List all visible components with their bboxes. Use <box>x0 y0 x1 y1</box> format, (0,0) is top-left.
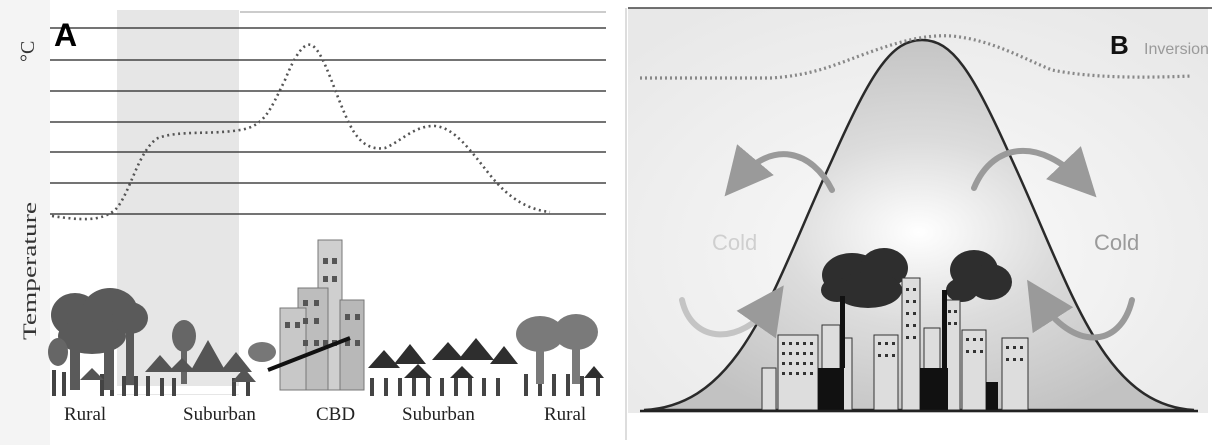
y-axis-label: Temperature <box>20 202 41 340</box>
cold-label-right: Cold <box>1094 230 1139 255</box>
panel-b-letter: B <box>1110 30 1129 60</box>
cold-label-left: Cold <box>712 230 757 255</box>
zone-labels: Rural Suburban CBD Suburban Rural <box>64 404 586 425</box>
arrow-left-upper <box>724 144 835 197</box>
zone-label-rural-right: Rural <box>544 404 586 425</box>
panel-b-heat-dome: B Inversion Cold Cold <box>622 0 1216 445</box>
smoke-plumes <box>821 248 1012 308</box>
panel-a-heat-island-profile: A °C Temperature <box>0 0 610 445</box>
city-buildings-b <box>761 277 1029 411</box>
arrow-left-lower <box>679 285 784 339</box>
arrow-right-upper <box>971 146 1097 198</box>
cbd-towers <box>248 239 365 391</box>
arrow-right-lower <box>1027 279 1135 341</box>
air-circulation-arrows <box>679 144 1135 341</box>
y-axis-unit: °C <box>17 41 39 62</box>
panel-a-letter: A <box>54 17 77 53</box>
zone-label-cbd: CBD <box>316 404 355 425</box>
zone-label-suburban-left: Suburban <box>183 404 256 425</box>
inversion-line <box>640 34 1193 80</box>
zone-label-rural-left: Rural <box>64 404 106 425</box>
left-margin-shade <box>0 0 50 445</box>
smoke-plume-left <box>821 248 908 308</box>
temperature-gridlines <box>50 27 606 215</box>
smoke-plume-right <box>946 250 1012 302</box>
city-skyline-a <box>48 239 610 396</box>
inversion-label: Inversion <box>1144 41 1209 58</box>
zone-label-suburban-right: Suburban <box>402 404 475 425</box>
